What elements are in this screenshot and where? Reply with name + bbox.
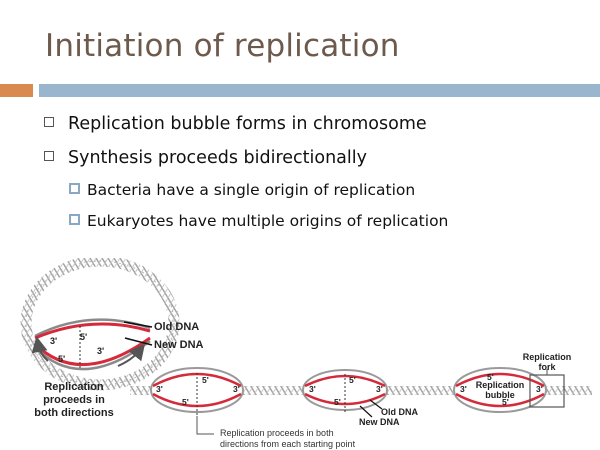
replication-bubble-2: 5' 3' 3' 5' Old DNA New DNA (302, 369, 418, 427)
bubble-label-line-1: Replication (476, 380, 525, 390)
left-caption-line-2: proceeds in (43, 394, 105, 406)
old-dna-label: Old DNA (154, 321, 199, 333)
replication-diagram: 3' 5' 5' 3' Old DNA New DNA Replication … (20, 258, 592, 449)
three-prime-label: 3' (460, 384, 467, 394)
three-prime-label: 3' (50, 336, 57, 346)
accent-bar-blue (39, 84, 600, 97)
five-prime-label: 5' (58, 354, 65, 364)
old-dna-small-label: Old DNA (381, 407, 418, 417)
three-prime-label: 3' (97, 346, 104, 356)
hollow-square-bullet-icon (44, 117, 54, 127)
five-prime-label: 5' (502, 397, 509, 407)
slide-title: Initiation of replication (45, 28, 400, 64)
circular-chromosome: 3' 5' 5' 3' Old DNA New DNA (20, 258, 204, 391)
accent-bar-orange (0, 84, 33, 97)
replication-bubble-1: 5' 3' 3' 5' (150, 367, 244, 416)
sub-bullet-1: Bacteria have a single origin of replica… (69, 181, 415, 199)
caption-leader-line (196, 416, 214, 435)
five-prime-label: 5' (349, 375, 356, 385)
three-prime-label: 3' (233, 384, 240, 394)
left-caption-line-3: both directions (34, 407, 113, 419)
bottom-caption-line-1: Replication proceeds in both (220, 428, 334, 438)
fork-label-line-1: Replication (523, 352, 572, 362)
bubble-label-line-2: bubble (485, 390, 515, 400)
five-prime-label: 5' (202, 375, 209, 385)
filled-square-bullet-icon (69, 183, 80, 194)
new-dna-small-label: New DNA (359, 417, 400, 427)
five-prime-label: 5' (80, 332, 87, 342)
filled-square-bullet-icon (69, 214, 80, 225)
bullet-2: Synthesis proceeds bidirectionally (44, 148, 367, 168)
five-prime-label: 5' (487, 372, 494, 382)
bottom-caption-line-2: directions from each starting point (220, 439, 356, 449)
fork-label-line-2: fork (538, 362, 556, 372)
replication-bubble-3: 5' 3' 3' 5' Replication bubble Replicati… (453, 352, 572, 413)
hollow-square-bullet-icon (44, 151, 54, 161)
three-prime-label: 3' (536, 384, 543, 394)
three-prime-label: 3' (156, 384, 163, 394)
three-prime-label: 3' (309, 384, 316, 394)
three-prime-label: 3' (376, 384, 383, 394)
bullet-1: Replication bubble forms in chromosome (44, 114, 427, 134)
sub-bullet-2: Eukaryotes have multiple origins of repl… (69, 212, 448, 230)
five-prime-label: 5' (334, 397, 341, 407)
five-prime-label: 5' (182, 397, 189, 407)
left-caption-line-1: Replication (44, 381, 104, 393)
new-dna-label: New DNA (154, 339, 204, 351)
